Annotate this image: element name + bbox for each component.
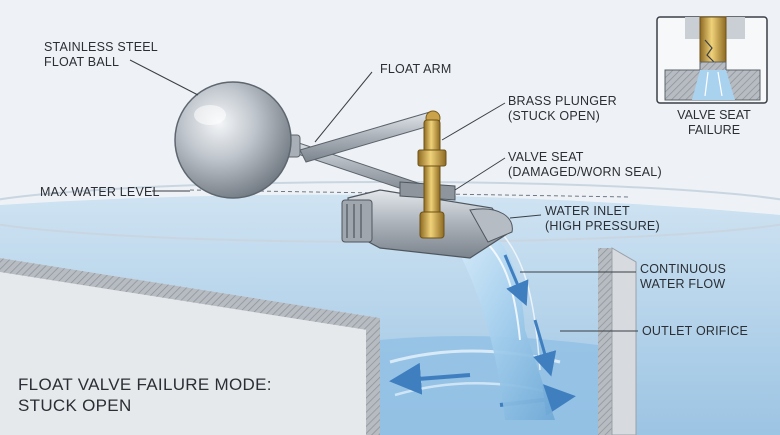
label-max-water-level: MAX WATER LEVEL <box>40 185 160 199</box>
leader-float-ball <box>129 59 199 96</box>
leader-lines <box>129 59 638 332</box>
flow-arrow-upper <box>503 254 529 307</box>
inset-leak-flow <box>692 70 735 100</box>
circulation-arrow-left <box>389 362 471 395</box>
label-continuous-flow: CONTINUOUS WATER FLOW <box>640 262 727 291</box>
leader-water-inlet <box>509 214 542 219</box>
float-arm-link <box>299 111 437 163</box>
leader-float-arm <box>314 71 373 143</box>
leader-brass-plunger <box>441 102 506 141</box>
crack-icon <box>704 39 715 63</box>
diagram-title: FLOAT VALVE FAILURE MODE: STUCK OPEN <box>18 375 272 415</box>
outlet-nozzle <box>469 208 513 243</box>
tank-wall-right-face <box>611 247 637 435</box>
inlet-nut <box>341 199 373 243</box>
tank-wall-cut-section <box>366 318 380 435</box>
brass-plunger <box>417 119 447 239</box>
label-valve-seat: VALVE SEAT (DAMAGED/WORN SEAL) <box>508 150 662 179</box>
tank-wall-front-edge <box>0 258 380 332</box>
plunger-head <box>419 211 445 239</box>
inset-valve-seat-detail <box>656 16 768 104</box>
label-outlet-orifice: OUTLET ORIFICE <box>642 324 749 338</box>
stream-body <box>440 210 555 420</box>
float-ball <box>174 81 292 199</box>
label-water-inlet: WATER INLET (HIGH PRESSURE) <box>545 204 660 233</box>
flow-arrow-lower <box>533 319 557 377</box>
label-float-ball: STAINLESS STEEL FLOAT BALL <box>44 40 158 69</box>
inset-plunger <box>699 16 727 68</box>
leader-valve-seat <box>454 157 506 191</box>
label-brass-plunger: BRASS PLUNGER (STUCK OPEN) <box>508 94 617 123</box>
inset-caption: VALVE SEAT FAILURE <box>677 108 751 137</box>
tank-wall-front <box>0 258 380 435</box>
tank-wall-right <box>598 248 612 435</box>
label-float-arm: FLOAT ARM <box>380 62 452 76</box>
